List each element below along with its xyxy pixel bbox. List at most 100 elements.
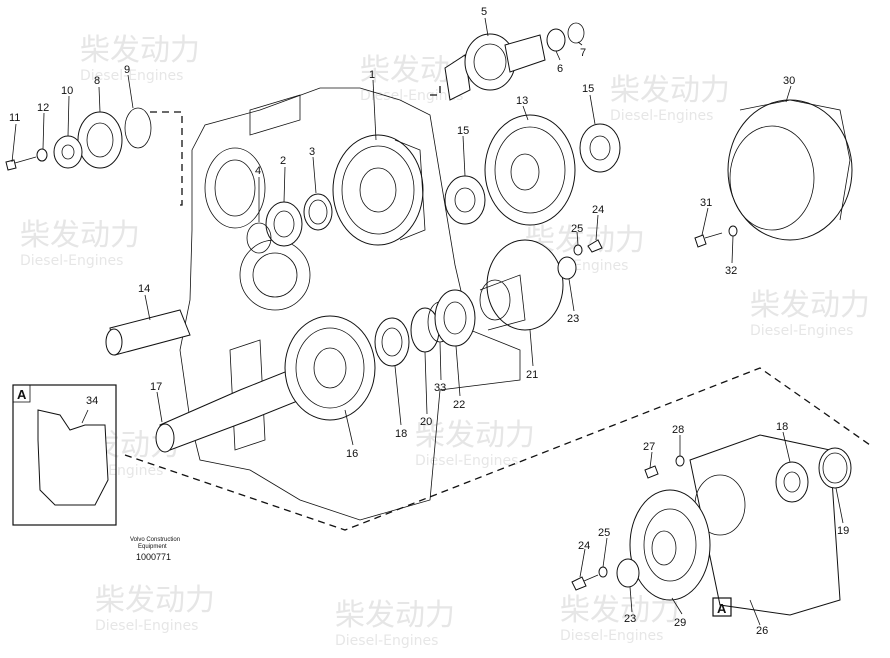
washer-12 (36, 148, 48, 162)
callout-6: 6 (557, 63, 563, 75)
bearing-2 (265, 201, 303, 247)
watermark-8: 柴发动力 Diesel-Engines (415, 418, 535, 469)
bolt-27 (644, 465, 659, 479)
caption-line1: Volvo Construction (130, 537, 180, 543)
caption-code: 1000771 (136, 552, 171, 562)
callout-17: 17 (150, 381, 162, 393)
gear-13 (484, 114, 576, 226)
callout-13: 13 (516, 95, 528, 107)
assembly-dash-lines (124, 82, 871, 531)
bearing-15-right (579, 123, 621, 173)
callout-34: 34 (86, 395, 98, 407)
svg-text:柴发动力: 柴发动力 (750, 288, 870, 323)
svg-text:柴发动力: 柴发动力 (95, 583, 215, 618)
callout-25-top: 25 (571, 223, 583, 235)
callout-14: 14 (138, 283, 150, 295)
callout-15-right: 15 (582, 83, 594, 95)
svg-text:Diesel-Engines: Diesel-Engines (750, 323, 853, 339)
bearing-housing-8 (77, 111, 123, 169)
callout-29: 29 (674, 617, 686, 629)
bearing-18-lower (775, 461, 809, 503)
bearing-15-left (444, 175, 486, 225)
callout-21: 21 (526, 369, 538, 381)
svg-text:柴发动力: 柴发动力 (415, 418, 535, 453)
callout-2: 2 (280, 155, 286, 167)
svg-text:柴发动力: 柴发动力 (20, 218, 140, 253)
svg-text:Diesel-Engines: Diesel-Engines (20, 253, 123, 269)
callout-3: 3 (309, 146, 315, 158)
bracket-34 (37, 409, 109, 506)
callout-22: 22 (453, 399, 465, 411)
callout-7: 7 (580, 47, 586, 59)
cover-30 (727, 99, 853, 241)
callout-16: 16 (346, 448, 358, 460)
callout-23-top: 23 (567, 313, 579, 325)
svg-text:柴发动力: 柴发动力 (80, 33, 200, 68)
input-shaft-5 (444, 33, 546, 101)
circlip-9 (124, 107, 152, 149)
ring-3 (303, 193, 333, 231)
bolt-31 (694, 232, 723, 248)
caption: Volvo Construction Equipment 1000771 (130, 537, 180, 562)
circlip-4 (246, 222, 272, 254)
bearing-22 (434, 289, 476, 347)
callout-18: 18 (395, 428, 407, 440)
watermark-4: 柴发动力 Diesel-Engines (20, 218, 140, 269)
callout-20: 20 (420, 416, 432, 428)
svg-text:A: A (717, 601, 727, 616)
callout-33: 33 (434, 382, 446, 394)
flange-29 (629, 489, 711, 601)
watermark-1: 柴发动力 Diesel-Engines (80, 33, 200, 84)
svg-text:Diesel-Engines: Diesel-Engines (335, 633, 438, 649)
leader-lines (11, 17, 844, 626)
bolt-24-top (587, 239, 603, 253)
callout-31: 31 (700, 197, 712, 209)
gear-1 (332, 134, 426, 246)
washer-32 (728, 225, 738, 237)
callout-4: 4 (255, 165, 261, 177)
svg-text:Diesel-Engines: Diesel-Engines (360, 88, 463, 104)
callout-24-top: 24 (592, 204, 604, 216)
callout-30: 30 (783, 75, 795, 87)
bolt-11 (5, 156, 37, 171)
callout-28: 28 (672, 424, 684, 436)
cap-6 (546, 28, 566, 52)
callout-15-left: 15 (457, 125, 469, 137)
watermark-10: 柴发动力 Diesel-Engines (335, 598, 455, 649)
callout-12: 12 (37, 102, 49, 114)
bolt-24-lower (571, 574, 599, 591)
cap-23-lower (616, 558, 640, 588)
svg-text:柴发动力: 柴发动力 (610, 73, 730, 108)
plate-26 (689, 434, 841, 616)
callout-11: 11 (9, 112, 20, 124)
bearing-18 (374, 317, 410, 367)
shaft-17 (155, 369, 301, 453)
washer-25-top (573, 244, 583, 256)
watermark-11: 柴发动力 Diesel-Engines (560, 593, 680, 644)
flange-21 (479, 239, 564, 331)
detail-box-a: A (12, 384, 117, 526)
watermark-6: 柴发动力 Diesel-Engines (750, 288, 870, 339)
callout-23-lower: 23 (624, 613, 636, 625)
callout-27: 27 (643, 441, 655, 453)
washer-25-lower (598, 566, 608, 578)
callout-26: 26 (756, 625, 768, 637)
svg-text:Diesel-Engines: Diesel-Engines (415, 453, 518, 469)
watermark-3: 柴发动力 Diesel-Engines (610, 73, 730, 124)
callout-18-lower: 18 (776, 421, 788, 433)
callout-19: 19 (837, 525, 849, 537)
ref-marker-a: A (712, 597, 732, 617)
gear-16 (284, 315, 376, 421)
cap-23-top (557, 256, 577, 280)
svg-text:柴发动力: 柴发动力 (335, 598, 455, 633)
ring-19 (818, 447, 852, 489)
callout-1: 1 (369, 69, 375, 81)
callout-9: 9 (124, 64, 130, 76)
watermark-9: 柴发动力 Diesel-Engines (95, 583, 215, 634)
svg-text:Diesel-Engines: Diesel-Engines (95, 618, 198, 634)
callout-5: 5 (481, 6, 487, 18)
watermark-2: 柴发动力 Diesel-Engines (360, 53, 480, 104)
svg-text:Diesel-Engines: Diesel-Engines (560, 628, 663, 644)
